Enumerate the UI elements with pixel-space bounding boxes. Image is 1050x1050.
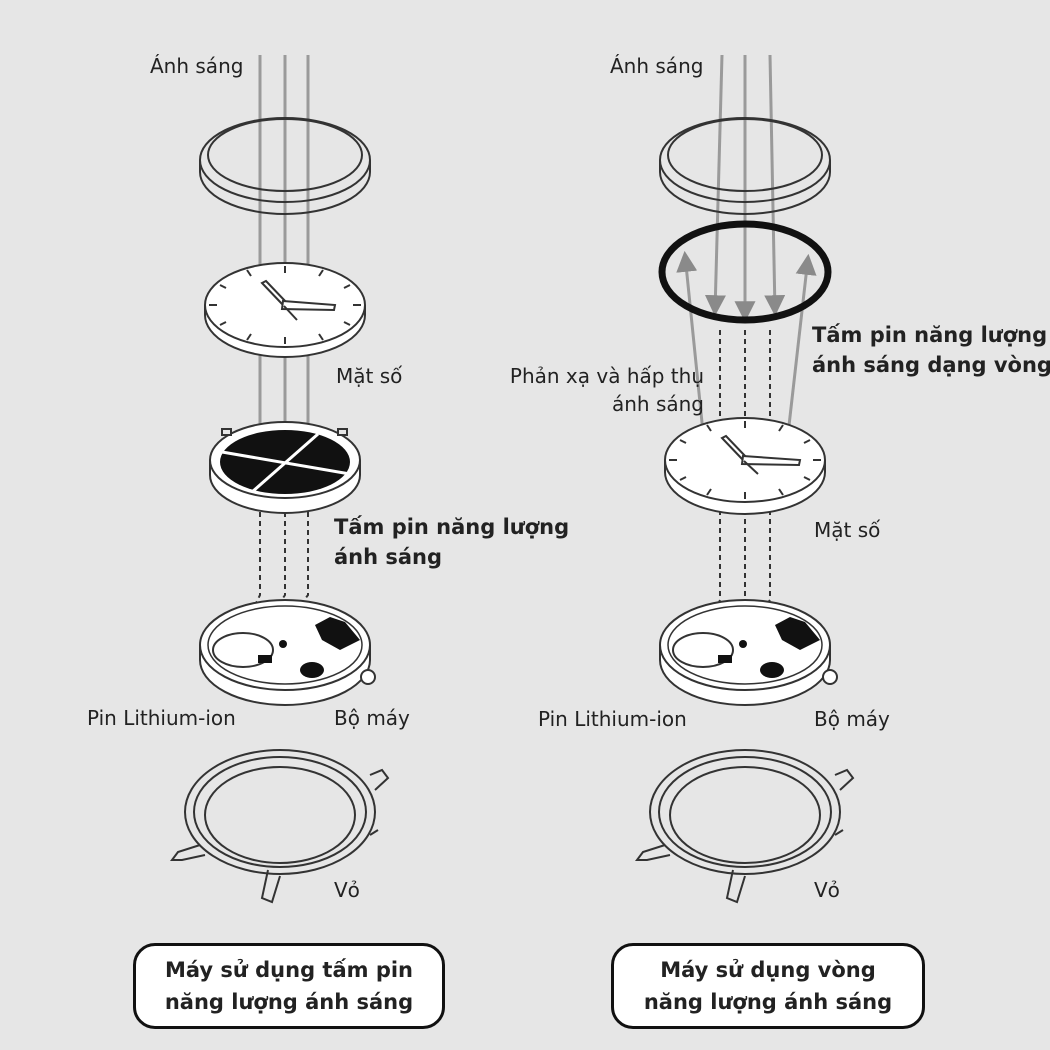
left-caption-line2: năng lượng ánh sáng [164,990,414,1014]
left-solar-panel-icon [209,421,361,514]
left-caption-line1: Máy sử dụng tấm pin [164,958,414,982]
left-light-label: Ánh sáng [150,54,244,78]
right-light-label: Ánh sáng [610,54,704,78]
left-case-icon [170,749,390,904]
right-movement-icon [659,599,838,706]
right-crystal-icon [659,117,831,215]
left-light-rays [249,55,319,457]
right-caption-line2: năng lượng ánh sáng [643,990,893,1014]
right-reflected-rays [676,250,817,453]
left-case-label: Vỏ [334,878,360,902]
left-movement-icon [199,599,376,706]
right-caption-box: Máy sử dụng vòng năng lượng ánh sáng [611,943,925,1029]
right-light-rays [704,54,786,323]
left-battery-label: Pin Lithium-ion [87,706,236,730]
left-crystal-icon [199,117,371,215]
left-caption-box: Máy sử dụng tấm pin năng lượng ánh sáng [133,943,445,1029]
right-case-icon [635,749,855,904]
right-case-label: Vỏ [814,878,840,902]
right-solar-ring-icon [658,220,832,324]
right-reflect-label: Phản xạ và hấp thụ ánh sáng [480,362,704,418]
right-assembly [635,54,855,904]
right-dial-icon [664,417,826,515]
left-movement-label: Bộ máy [334,706,410,730]
right-battery-label: Pin Lithium-ion [538,707,687,731]
left-panel-label-line2: ánh sáng [334,545,443,569]
left-dial-icon [204,262,366,358]
right-dial-label: Mặt số [814,518,881,542]
left-assembly [170,55,390,904]
right-reflect-label-line2: ánh sáng [611,392,704,416]
left-panel-label-line1: Tấm pin năng lượng [334,515,570,539]
left-panel-label: Tấm pin năng lượng ánh sáng [334,512,569,572]
right-ring-label-line1: Tấm pin năng lượng [812,323,1048,347]
right-ring-label-line2: ánh sáng dạng vòng [812,353,1050,377]
right-caption-line1: Máy sử dụng vòng [660,958,876,982]
right-movement-label: Bộ máy [814,707,890,731]
right-reflect-label-line1: Phản xạ và hấp thụ [509,364,704,388]
left-dial-label: Mặt số [336,364,403,388]
right-ring-label: Tấm pin năng lượng ánh sáng dạng vòng [812,320,1050,380]
